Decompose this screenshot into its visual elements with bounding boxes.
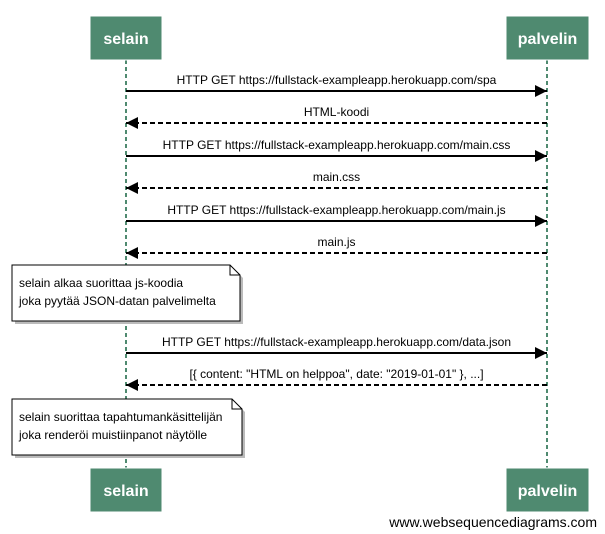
- message-5: main.js: [126, 235, 547, 259]
- actor-rect-selain-bottom: [89, 467, 163, 513]
- message-label: HTTP GET https://fullstack-exampleapp.he…: [177, 73, 497, 87]
- note-line: joka pyytää JSON-datan palvelimelta: [18, 294, 216, 308]
- message-2: HTTP GET https://fullstack-exampleapp.he…: [126, 138, 547, 162]
- message-label: HTML-koodi: [304, 105, 369, 119]
- message-7: HTTP GET https://fullstack-exampleapp.he…: [126, 335, 547, 359]
- message-label: main.css: [313, 170, 360, 184]
- note-fold: [231, 399, 242, 410]
- actor-box-palvelin-top: palvelin: [505, 15, 590, 61]
- note-9: selain suorittaa tapahtumankäsittelijän j…: [11, 398, 245, 458]
- actor-label-palvelin-bottom: palvelin: [518, 483, 578, 500]
- note-line: selain suorittaa tapahtumankäsittelijän: [19, 410, 222, 424]
- actors-bottom: selain palvelin: [89, 467, 590, 513]
- actors-top: selain palvelin: [89, 15, 590, 61]
- message-label: main.js: [317, 235, 355, 249]
- message-3: main.css: [126, 170, 547, 194]
- actor-box-selain-top: selain: [89, 15, 163, 61]
- message-label: HTTP GET https://fullstack-exampleapp.he…: [167, 203, 505, 217]
- actor-box-palvelin-bottom: palvelin: [505, 467, 590, 513]
- message-8: [{ content: "HTML on helppoa", date: "20…: [126, 367, 547, 391]
- note-fold: [229, 265, 240, 276]
- actor-rect-palvelin-top: [505, 15, 590, 61]
- actor-label-selain-bottom: selain: [103, 483, 148, 500]
- actor-label-selain-top: selain: [103, 31, 148, 48]
- note-line: joka renderöi muistiinpanot näytölle: [18, 428, 207, 442]
- diagram-steps: HTTP GET https://fullstack-exampleapp.he…: [11, 73, 547, 458]
- note-line: selain alkaa suorittaa js-koodia: [19, 276, 183, 290]
- watermark-text: www.websequencediagrams.com: [389, 514, 597, 530]
- message-label: HTTP GET https://fullstack-exampleapp.he…: [162, 335, 511, 349]
- message-0: HTTP GET https://fullstack-exampleapp.he…: [126, 73, 547, 97]
- message-4: HTTP GET https://fullstack-exampleapp.he…: [126, 203, 547, 227]
- note-box: [11, 398, 243, 456]
- message-label: [{ content: "HTML on helppoa", date: "20…: [189, 367, 483, 381]
- message-label: HTTP GET https://fullstack-exampleapp.he…: [163, 138, 511, 152]
- note-6: selain alkaa suorittaa js-koodia joka pyy…: [11, 264, 243, 324]
- note-box: [11, 264, 241, 322]
- message-1: HTML-koodi: [126, 105, 547, 129]
- actor-label-palvelin-top: palvelin: [518, 31, 578, 48]
- actor-rect-palvelin-bottom: [505, 467, 590, 513]
- actor-box-selain-bottom: selain: [89, 467, 163, 513]
- actor-rect-selain-top: [89, 15, 163, 61]
